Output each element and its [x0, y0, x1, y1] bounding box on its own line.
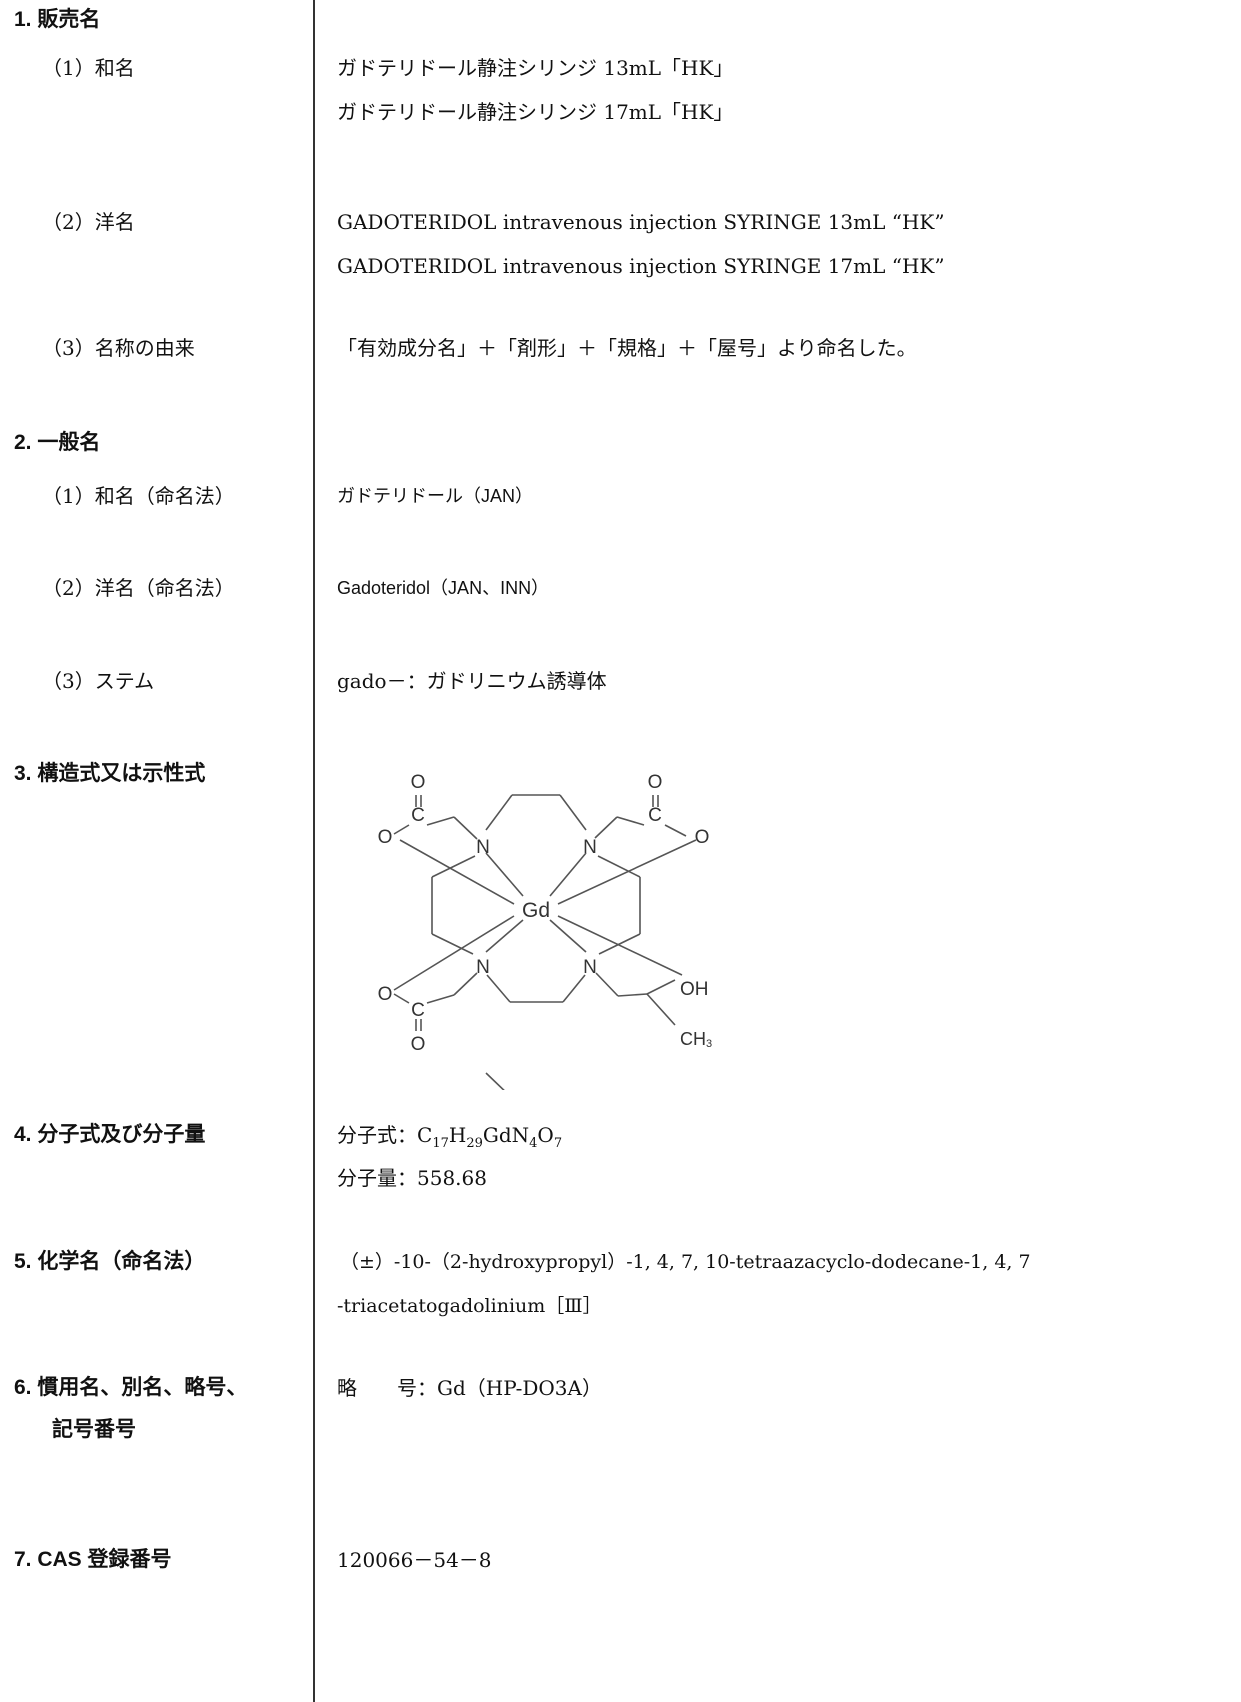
value-general-english: Gadoteridol（JAN、INN）: [337, 578, 550, 598]
value-molecular-weight: 分子量：558.68: [337, 1166, 487, 1190]
column-divider: [313, 0, 315, 1702]
value-japanese-name-2: ガドテリドール静注シリンジ 17mL「HK」: [337, 100, 734, 124]
atom-o-top-right-carbonyl: O: [648, 772, 663, 793]
atom-c-top-right: C: [648, 805, 662, 826]
label-english-name: （2）洋名: [42, 210, 135, 234]
label-name-origin: （3）名称の由来: [42, 336, 195, 360]
atom-ch3: CH3: [680, 1029, 712, 1050]
section-heading-abbreviation-1: 6. 慣用名、別名、略号、: [14, 1376, 248, 1399]
label-japanese-name: （1）和名: [42, 56, 135, 80]
value-name-origin: 「有効成分名」＋「剤形」＋「規格」＋「屋号」より命名した。: [337, 336, 917, 360]
section-heading-formula: 4. 分子式及び分子量: [14, 1123, 206, 1146]
value-stem: gado－：ガドリニウム誘導体: [337, 669, 607, 693]
formula-element: O: [537, 1123, 554, 1147]
label-general-english: （2）洋名（命名法）: [42, 576, 235, 600]
atom-n-bottom-left: N: [476, 957, 490, 978]
value-english-name-2: GADOTERIDOL intravenous injection SYRING…: [337, 254, 945, 278]
atom-o-bottom-left-carbonyl: O: [411, 1034, 426, 1055]
formula-subscript: 4: [529, 1136, 538, 1151]
atom-gd: Gd: [522, 899, 550, 922]
value-abbreviation: 略 号：Gd（HP-DO3A）: [337, 1376, 602, 1400]
atom-c-top-left: C: [411, 805, 425, 826]
value-chemical-name-1: （±）-10-（2-hydroxypropyl）-1, 4, 7, 10-tet…: [340, 1251, 1031, 1273]
section-heading-abbreviation-2: 記号番号: [52, 1418, 136, 1441]
structural-formula: O C O O C O N N Gd N N O C O OH CH3: [378, 772, 712, 1090]
value-english-name-1: GADOTERIDOL intravenous injection SYRING…: [337, 210, 945, 234]
formula-element: GdN: [482, 1123, 530, 1147]
formula-element: C: [417, 1123, 433, 1147]
value-general-japanese: ガドテリドール（JAN）: [337, 486, 534, 506]
atom-o-top-left: O: [378, 827, 393, 848]
atom-c-bottom-left: C: [411, 1000, 425, 1021]
atom-n-bottom-right: N: [583, 957, 597, 978]
formula-subscript: 17: [432, 1136, 449, 1151]
formula-subscript: 29: [466, 1136, 483, 1151]
value-molecular-formula: 分子式：C17H29GdN4O7: [337, 1117, 562, 1153]
atom-o-top-left-carbonyl: O: [411, 772, 426, 793]
section-heading-sales-name: 1. 販売名: [14, 8, 101, 31]
section-heading-cas: 7. CAS 登録番号: [14, 1548, 172, 1571]
atom-n-top-left: N: [476, 837, 490, 858]
value-japanese-name-1: ガドテリドール静注シリンジ 13mL「HK」: [337, 56, 734, 80]
value-cas-number: 120066－54－8: [337, 1548, 492, 1572]
label-general-japanese: （1）和名（命名法）: [42, 484, 235, 508]
label-stem: （3）ステム: [42, 669, 155, 693]
methyl-ch: CH: [680, 1029, 706, 1049]
section-heading-structure: 3. 構造式又は示性式: [14, 762, 206, 785]
atom-o-top-right: O: [695, 827, 710, 848]
atom-n-top-right: N: [583, 837, 597, 858]
formula-subscript: 7: [553, 1136, 563, 1151]
formula-prefix: 分子式：: [337, 1123, 417, 1147]
value-chemical-name-2: -triacetatogadolinium［Ⅲ］: [337, 1295, 602, 1317]
formula-element: H: [448, 1123, 467, 1147]
section-heading-general-name: 2. 一般名: [14, 431, 101, 454]
formula-text: C17H29GdN4O7: [417, 1123, 562, 1150]
atom-oh: OH: [680, 979, 709, 1000]
methyl-subscript: 3: [706, 1038, 712, 1050]
atom-o-bottom-left: O: [378, 984, 393, 1005]
section-heading-chemical-name: 5. 化学名（命名法）: [14, 1250, 206, 1273]
